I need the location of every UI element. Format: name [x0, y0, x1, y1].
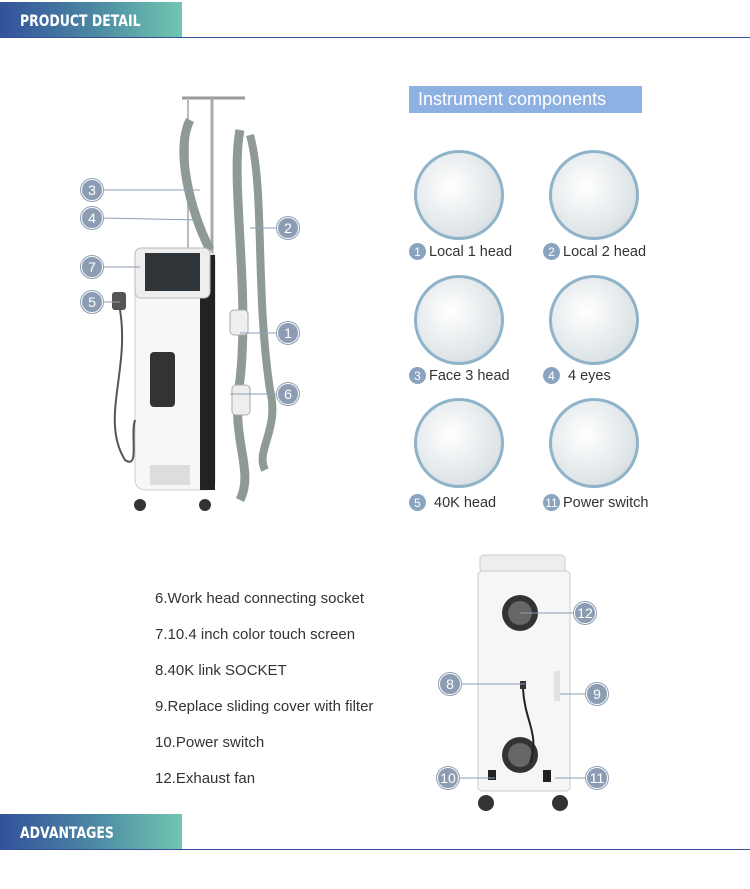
caption-label: Local 1 head	[429, 243, 513, 260]
callout-8: 8	[439, 673, 461, 695]
front-machine-image	[112, 96, 277, 511]
divider	[0, 849, 750, 850]
section-header-advantages: ADVANTAGES	[0, 814, 182, 850]
callout-10: 10	[437, 767, 459, 789]
back-machine-image	[477, 554, 571, 811]
component-caption: 4 4 eyes	[543, 367, 611, 384]
divider	[0, 37, 750, 38]
callout-5: 5	[81, 291, 103, 313]
feature-item: 10.Power switch	[155, 734, 265, 751]
callout-4: 4	[81, 207, 103, 229]
caption-label: Power switch	[563, 494, 649, 511]
component-image-40k-head	[414, 398, 504, 488]
number-badge: 4	[543, 367, 560, 384]
caption-label: Face 3 head	[429, 367, 510, 384]
callout-lines	[101, 189, 278, 395]
callout-3: 3	[81, 179, 103, 201]
feature-item: 12.Exhaust fan	[155, 770, 256, 787]
callout-9: 9	[586, 683, 608, 705]
section-title: ADVANTAGES	[20, 823, 114, 842]
number-badge: 1	[409, 243, 426, 260]
callout-6: 6	[277, 383, 299, 405]
component-image-face-3-head	[414, 275, 504, 365]
section-header-product-detail: PRODUCT DETAIL	[0, 2, 182, 38]
component-image-4-eyes	[549, 275, 639, 365]
component-caption: 5 40K head	[409, 494, 496, 511]
number-badge: 3	[409, 367, 426, 384]
component-image-local-1-head	[414, 150, 504, 240]
callout-2: 2	[277, 217, 299, 239]
callout-7: 7	[81, 256, 103, 278]
number-badge: 5	[409, 494, 426, 511]
feature-item: 7.10.4 inch color touch screen	[155, 626, 356, 643]
back-callout-lines	[460, 612, 585, 779]
callout-11: 11	[586, 767, 608, 789]
component-image-local-2-head	[549, 150, 639, 240]
component-image-power-switch	[549, 398, 639, 488]
components-title: Instrument components	[409, 86, 642, 113]
feature-item: 8.40K link SOCKET	[155, 662, 287, 679]
section-title: PRODUCT DETAIL	[20, 11, 141, 30]
number-badge: 11	[543, 494, 560, 511]
number-badge: 2	[543, 243, 560, 260]
feature-item: 9.Replace sliding cover with filter	[155, 698, 374, 715]
caption-label: 4 eyes	[568, 367, 611, 384]
caption-label: Local 2 head	[563, 243, 647, 260]
feature-item: 6.Work head connecting socket	[155, 590, 365, 607]
callout-1: 1	[277, 322, 299, 344]
callout-12: 12	[574, 602, 596, 624]
caption-label: 40K head	[434, 494, 497, 511]
